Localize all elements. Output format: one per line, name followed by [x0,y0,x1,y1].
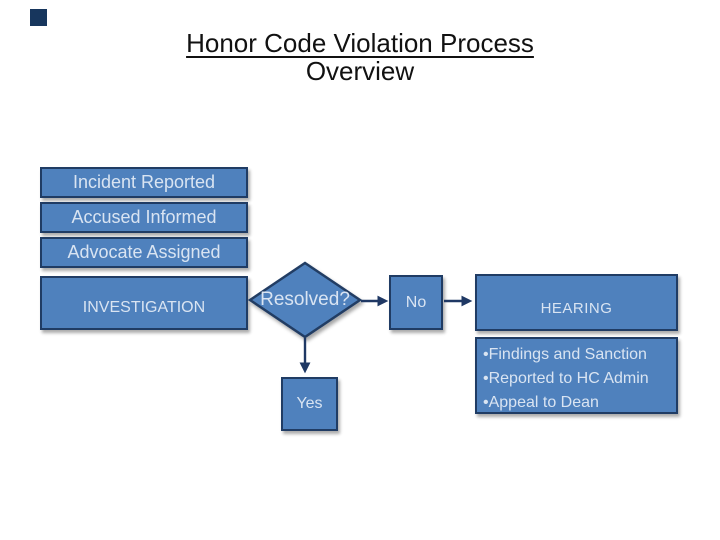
slide-title: Honor Code Violation Process Overview [0,29,720,85]
hearing-detail-item: •Reported to HC Admin [483,370,649,387]
node-accused-informed: Accused Informed [40,202,248,233]
page-subtitle: Overview [305,56,415,86]
node-hearing: HEARING [475,274,678,331]
node-incident-reported-label: Incident Reported [72,172,216,192]
decision-resolved-label: Resolved? [260,289,350,310]
node-no: No [389,275,443,330]
hearing-detail-item: •Findings and Sanction [483,346,647,363]
page-title: Honor Code Violation Process [0,29,720,57]
slide-corner-accent [30,9,47,26]
decision-resolved: Resolved? [250,263,360,337]
node-investigation: INVESTIGATION [40,276,248,330]
node-advocate-assigned: Advocate Assigned [40,237,248,268]
node-yes: Yes [281,377,338,431]
node-yes-label: Yes [296,395,323,412]
node-no-label: No [405,293,427,311]
node-investigation-label: INVESTIGATION [82,299,206,316]
node-accused-informed-label: Accused Informed [71,207,217,227]
node-hearing-label: HEARING [540,300,613,317]
node-incident-reported: Incident Reported [40,167,248,198]
node-hearing-details: •Findings and Sanction •Reported to HC A… [475,337,678,414]
page-title-text: Honor Code Violation Process [186,28,534,58]
hearing-detail-item: •Appeal to Dean [483,394,599,411]
node-advocate-assigned-label: Advocate Assigned [67,242,221,262]
